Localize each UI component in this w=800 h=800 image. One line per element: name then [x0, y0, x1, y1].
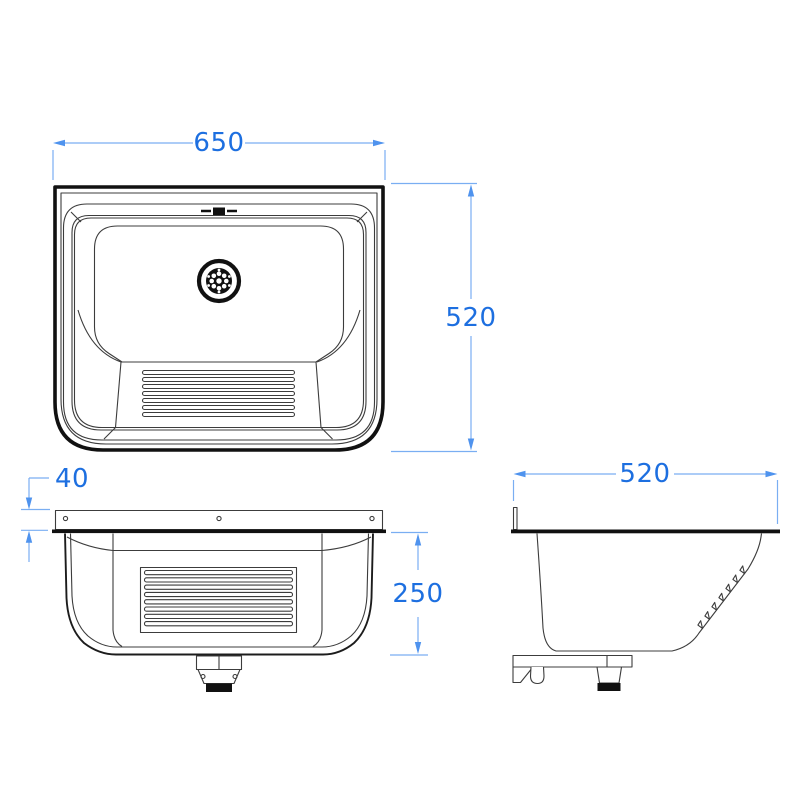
top-view-shell-inner-edge [60, 192, 378, 445]
washboard-ribs-top [141, 369, 296, 418]
bowl-outline [64, 533, 374, 656]
washboard-ribs-front [143, 569, 294, 627]
dim-side-depth-value: 520 [619, 459, 670, 489]
dim-top-width: 650 [52, 128, 386, 180]
dim-top-depth: 520 [391, 182, 496, 453]
dim-top-depth-value: 520 [445, 303, 496, 333]
dim-top-width-value: 650 [193, 128, 244, 158]
top-view-outer-shell [53, 185, 385, 452]
flange-mount-holes [62, 515, 375, 522]
drain-strainer [196, 258, 242, 304]
rim-corner-miters [70, 211, 368, 223]
dim-bowl-depth: 250 [390, 531, 443, 656]
top-view: 650 520 [52, 128, 496, 453]
basin-top-edge [73, 217, 365, 429]
washboard-teeth-profile [697, 565, 746, 629]
washboard-corner-ties [103, 427, 333, 440]
tap-hole-marker [201, 207, 237, 215]
dim-flange-height-value: 40 [55, 464, 89, 494]
washboard-front [139, 566, 298, 634]
drain-fitting-front [195, 655, 243, 692]
flange-base-bar [52, 529, 386, 534]
rim-bar-side [511, 529, 780, 534]
basin-side-walls-front [112, 533, 323, 647]
back-upstand [512, 506, 518, 531]
mounting-bracket [512, 654, 633, 685]
rim-band-outer [62, 203, 376, 441]
dim-flange-height: 40 [21, 464, 89, 562]
rim-band-inner [71, 214, 367, 431]
basin-floor [93, 225, 345, 363]
side-view: 520 [511, 459, 780, 691]
drain-outlet-side [596, 666, 623, 691]
wall-flange [54, 509, 384, 531]
dim-bowl-depth-value: 250 [392, 579, 443, 609]
rim-edge-front [66, 536, 372, 552]
basin-profile [536, 533, 763, 652]
front-view: 40 250 [21, 464, 443, 692]
bowl-wall-slope-curves [77, 309, 361, 363]
bowl-inner-line [69, 533, 370, 648]
dim-side-depth: 520 [512, 459, 779, 524]
